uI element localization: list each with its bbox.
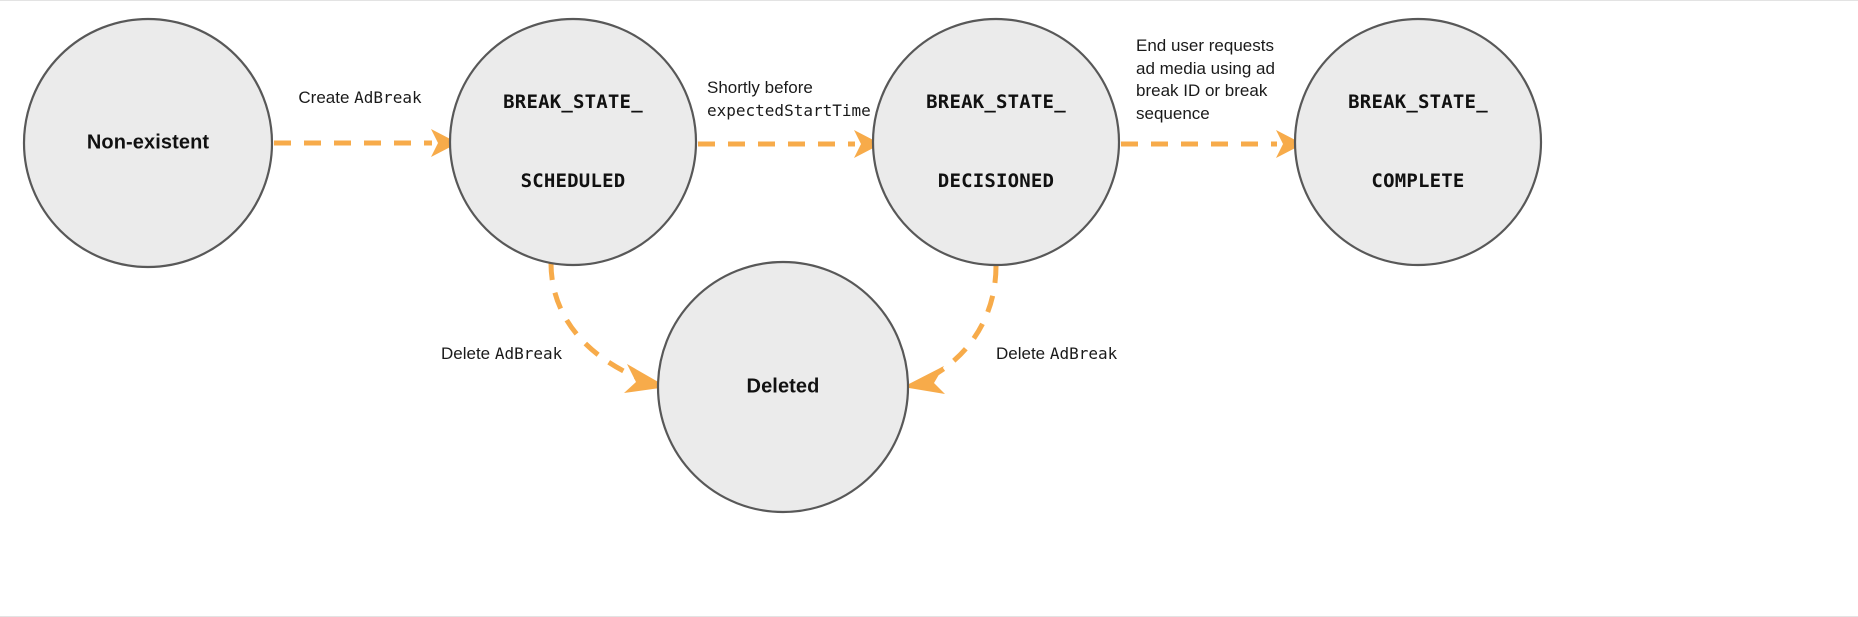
arrow-head-icon <box>624 364 667 393</box>
edge-delete-from-scheduled <box>548 262 667 393</box>
state-node-non-existent[interactable] <box>22 17 274 269</box>
edge-end-user-requests <box>1121 130 1303 158</box>
arrow-head-icon <box>903 366 945 394</box>
edge-line <box>548 262 649 385</box>
edge-line <box>919 265 999 385</box>
state-node-deleted[interactable] <box>656 260 910 514</box>
state-node-break-state-decisioned[interactable] <box>871 17 1121 267</box>
state-node-break-state-complete[interactable] <box>1293 17 1543 267</box>
arrow-head-icon <box>1276 130 1303 158</box>
arrow-head-icon <box>854 130 881 158</box>
state-node-break-state-scheduled[interactable] <box>448 17 698 267</box>
arrow-head-icon <box>431 129 458 157</box>
edge-create-adbreak <box>274 129 458 157</box>
edge-delete-from-decisioned <box>903 265 999 394</box>
edge-shortly-before <box>698 130 881 158</box>
